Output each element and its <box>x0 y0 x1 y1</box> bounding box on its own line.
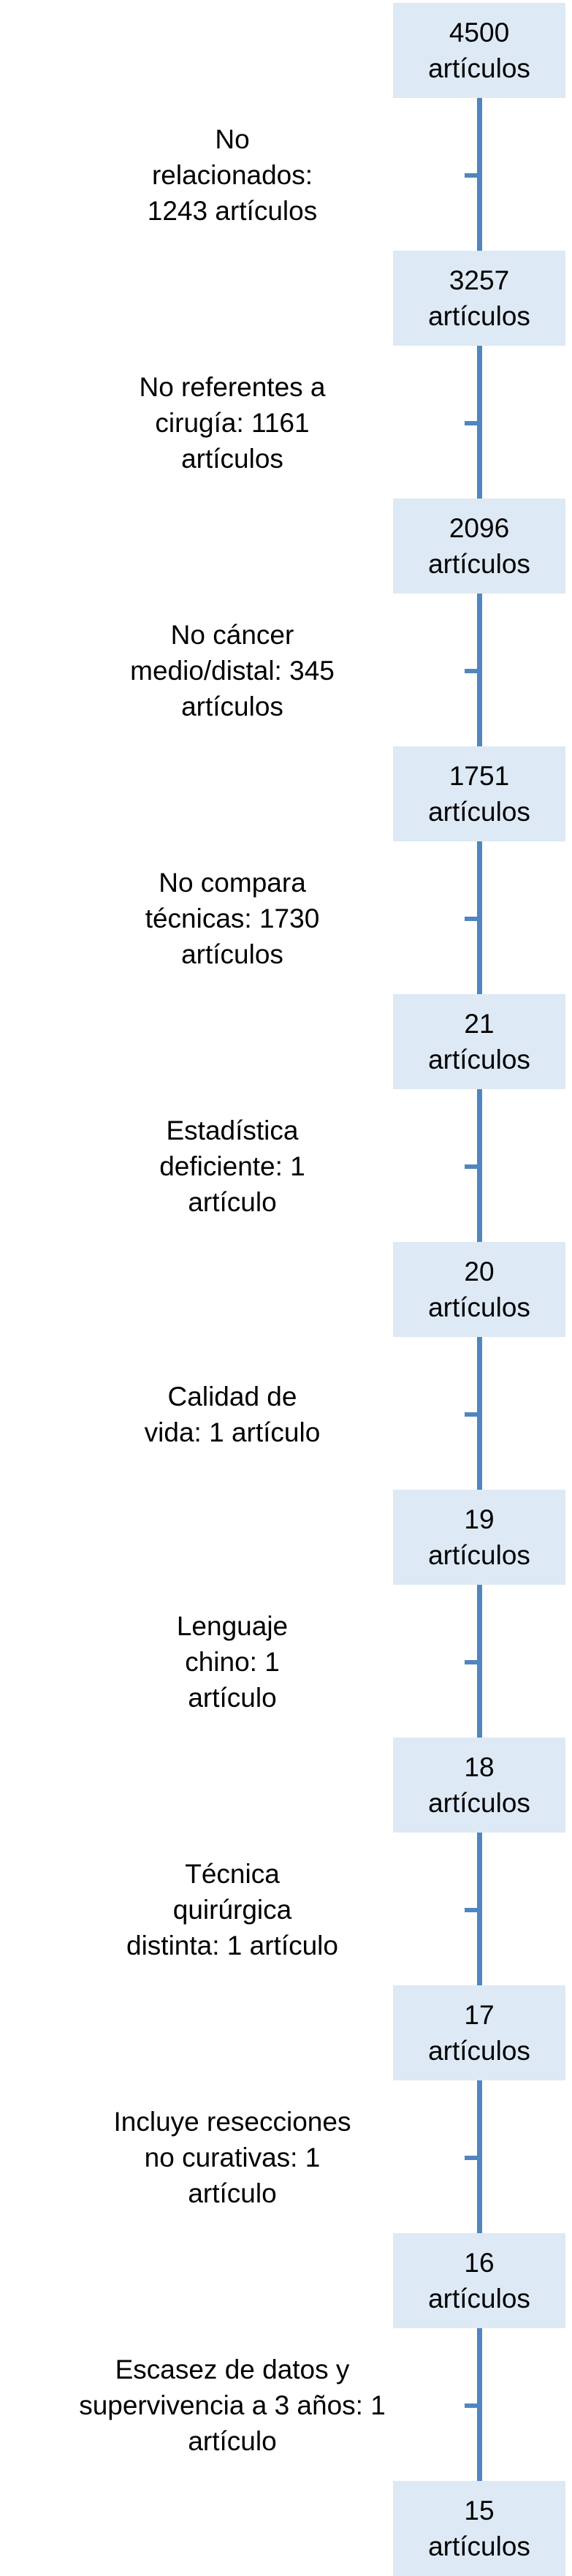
exclusion-line: vida: 1 artículo <box>144 1417 321 1447</box>
exclusion-line: No referentes a <box>139 372 326 402</box>
exclusion-line: distinta: 1 artículo <box>126 1931 338 1961</box>
exclusion-tick <box>465 669 478 673</box>
count-unit: artículos <box>428 1540 530 1570</box>
count-value: 4500 <box>449 18 510 48</box>
count-unit: artículos <box>428 301 530 331</box>
count-unit: artículos <box>428 1045 530 1075</box>
count-value: 18 <box>464 1752 495 1782</box>
exclusion-line: Escasez de datos y <box>115 2355 350 2384</box>
exclusion-line: cirugía: 1161 <box>155 408 310 438</box>
connector-line <box>477 2328 482 2481</box>
connector-line <box>477 1089 482 1242</box>
count-unit: artículos <box>428 53 530 83</box>
connector-line <box>477 594 482 746</box>
exclusion-line: artículos <box>181 444 283 474</box>
count-unit: artículos <box>428 2531 530 2561</box>
connector-line <box>477 1833 482 1985</box>
exclusion-line: Calidad de <box>167 1382 297 1412</box>
exclusion-line: artículo <box>188 1683 277 1713</box>
exclusion-line: quirúrgica <box>172 1895 292 1925</box>
count-box-2: 3257 artículos <box>393 251 565 346</box>
exclusion-tick <box>465 173 478 178</box>
exclusion-label-5: Estadística deficiente: 1 artículo <box>6 1113 459 1220</box>
connector-line <box>477 1585 482 1738</box>
exclusion-tick <box>465 2403 478 2408</box>
exclusion-tick <box>465 1164 478 1169</box>
exclusion-line: No cáncer <box>170 620 294 650</box>
exclusion-tick <box>465 1412 478 1417</box>
exclusion-line: artículo <box>188 2426 277 2456</box>
connector-line <box>477 1337 482 1490</box>
exclusion-line: artículos <box>181 939 283 969</box>
connector-line <box>477 841 482 994</box>
count-box-9: 17 artículos <box>393 1985 565 2080</box>
exclusion-label-10: Escasez de datos y supervivencia a 3 años… <box>6 2352 459 2459</box>
count-box-1: 4500 artículos <box>393 3 565 98</box>
count-unit: artículos <box>428 1788 530 1818</box>
count-unit: artículos <box>428 797 530 827</box>
connector-line <box>477 2080 482 2233</box>
exclusion-tick <box>465 917 478 921</box>
count-box-3: 2096 artículos <box>393 499 565 594</box>
count-value: 15 <box>464 2496 495 2526</box>
count-box-10: 16 artículos <box>393 2233 565 2328</box>
exclusion-line: No compara <box>159 868 306 898</box>
count-unit: artículos <box>428 2036 530 2066</box>
count-box-5: 21 artículos <box>393 994 565 1089</box>
exclusion-tick <box>465 421 478 425</box>
count-value: 16 <box>464 2248 495 2278</box>
exclusion-tick <box>465 2156 478 2160</box>
count-value: 3257 <box>449 265 510 295</box>
exclusion-line: artículo <box>188 2178 277 2208</box>
exclusion-line: chino: 1 <box>185 1647 280 1677</box>
count-value: 1751 <box>449 761 510 791</box>
exclusion-line: Estadística <box>166 1115 299 1145</box>
exclusion-label-7: Lenguaje chino: 1 artículo <box>6 1608 459 1716</box>
count-value: 2096 <box>449 513 510 543</box>
exclusion-line: Técnica <box>185 1859 280 1889</box>
exclusion-line: medio/distal: 345 <box>130 656 335 686</box>
count-unit: artículos <box>428 1292 530 1322</box>
exclusion-line: supervivencia a 3 años: 1 <box>79 2390 386 2420</box>
exclusion-label-3: No cáncer medio/distal: 345 artículos <box>6 617 459 724</box>
exclusion-line: técnicas: 1730 <box>145 904 320 933</box>
connector-line <box>477 98 482 251</box>
exclusion-line: Lenguaje <box>176 1611 289 1641</box>
exclusion-line: artículo <box>188 1187 277 1217</box>
count-value: 20 <box>464 1257 495 1287</box>
exclusion-label-9: Incluye resecciones no curativas: 1 artícu… <box>6 2104 459 2211</box>
count-value: 19 <box>464 1504 495 1534</box>
exclusion-line: No <box>215 124 250 154</box>
count-box-8: 18 artículos <box>393 1738 565 1833</box>
count-box-7: 19 artículos <box>393 1490 565 1585</box>
exclusion-line: 1243 artículos <box>147 196 318 226</box>
exclusion-label-4: No compara técnicas: 1730 artículos <box>6 865 459 972</box>
exclusion-label-6: Calidad de vida: 1 artículo <box>6 1379 459 1450</box>
exclusion-line: relacionados: <box>151 160 313 190</box>
connector-line <box>477 346 482 499</box>
count-unit: artículos <box>428 2284 530 2314</box>
exclusion-label-1: No relacionados: 1243 artículos <box>6 121 459 229</box>
exclusion-tick <box>465 1908 478 1912</box>
exclusion-line: no curativas: 1 <box>144 2143 321 2172</box>
count-value: 21 <box>464 1009 495 1039</box>
count-box-4: 1751 artículos <box>393 746 565 841</box>
exclusion-label-8: Técnica quirúrgica distinta: 1 artículo <box>6 1856 459 1963</box>
exclusion-tick <box>465 1660 478 1664</box>
exclusion-line: deficiente: 1 <box>159 1151 305 1181</box>
exclusion-line: artículos <box>181 692 283 721</box>
count-value: 17 <box>464 2000 495 2030</box>
count-unit: artículos <box>428 549 530 579</box>
exclusion-label-2: No referentes a cirugía: 1161 artículos <box>6 369 459 477</box>
count-box-6: 20 artículos <box>393 1242 565 1337</box>
count-box-11: 15 artículos <box>393 2481 565 2576</box>
exclusion-line: Incluye resecciones <box>113 2107 351 2137</box>
